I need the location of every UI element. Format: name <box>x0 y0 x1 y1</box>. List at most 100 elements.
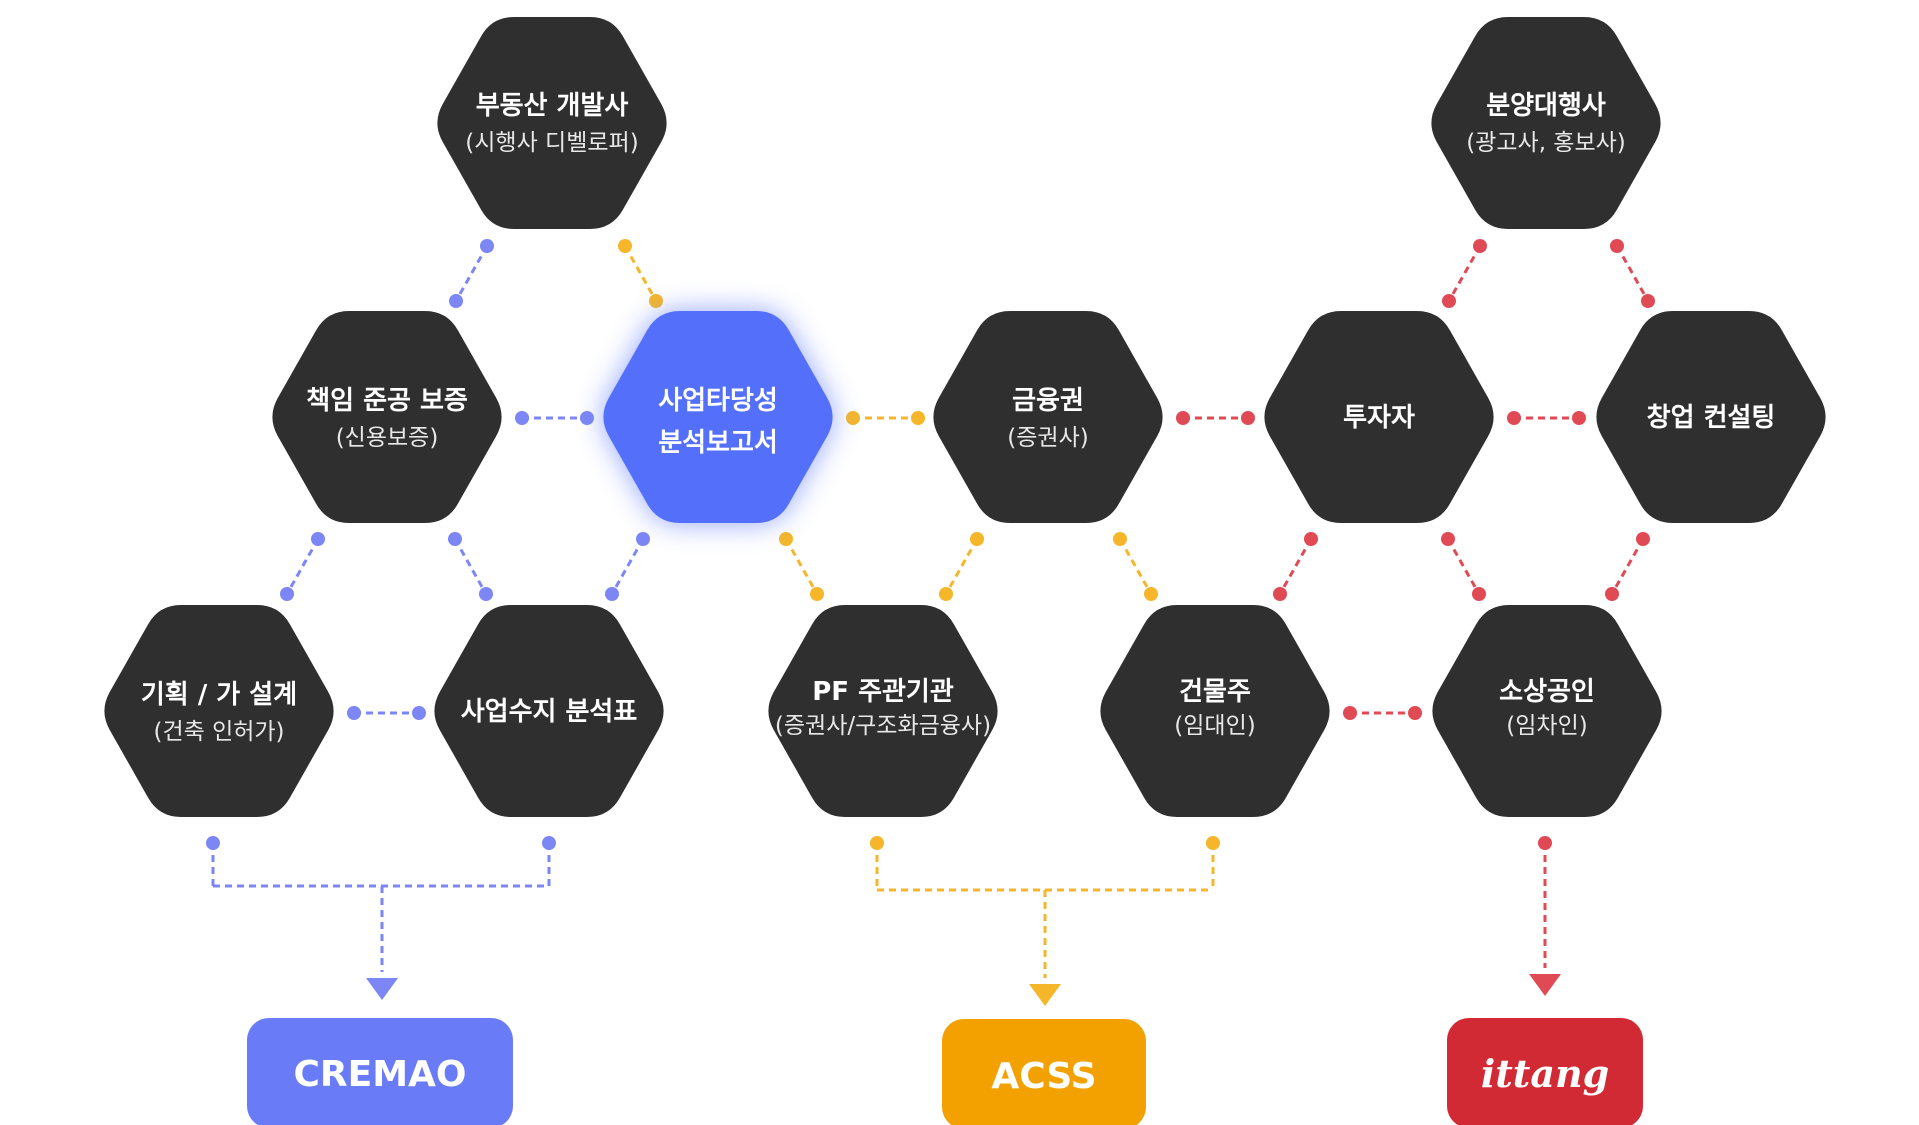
acss-logo-text: ACSS <box>991 1056 1096 1097</box>
cremao-logo-text: CREMAO <box>293 1054 466 1095</box>
guarantee-planning-link-line <box>285 538 320 595</box>
balance-hexagon <box>434 605 664 817</box>
finance-owner-link-dot-end <box>1144 587 1158 601</box>
merchant-hexagon <box>1432 605 1662 817</box>
investor-consulting-link-dot-end <box>1572 411 1586 425</box>
planning-balance-link-dot-start <box>347 706 361 720</box>
planning-balance-link-dot-end <box>412 706 426 720</box>
ittang-badge[interactable]: ittang <box>1447 1018 1643 1125</box>
consulting-merchant-link-line <box>1610 538 1645 595</box>
hex-report: 사업타당성 분석보고서 <box>603 311 833 523</box>
cremao-badge-bg <box>247 1018 513 1125</box>
investor-owner-link-dot-start <box>1304 532 1318 546</box>
hex-developer: 부동산 개발사 (시행사 디벨로퍼) <box>437 17 667 229</box>
investor-hexagon <box>1264 311 1494 523</box>
owner-subtitle: (임대인) <box>1174 713 1255 739</box>
agency-investor-link-dot-start <box>1473 239 1487 253</box>
guarantee-balance-link-dot-end <box>479 587 493 601</box>
developer-guarantee-link-dot-start <box>480 239 494 253</box>
planning-hexagon <box>104 605 334 817</box>
investor-merchant-link-line <box>1446 538 1481 595</box>
report-hexagon <box>603 311 833 523</box>
hex-pf: PF 주관기관 (증권사/구조화금융사) <box>768 605 998 817</box>
report-balance-link-line <box>610 538 645 595</box>
acss-badge[interactable]: ACSS <box>942 1019 1146 1125</box>
consulting-merchant-link-dot-end <box>1605 587 1619 601</box>
developer-report-link-line <box>623 245 658 302</box>
finance-hexagon <box>933 311 1163 523</box>
developer-hexagon <box>437 17 667 229</box>
guarantee-planning-link-dot-end <box>280 587 294 601</box>
report-balance-link-dot-start <box>636 532 650 546</box>
finance-owner-link-line <box>1118 538 1153 595</box>
guarantee-subtitle: (신용보증) <box>336 425 439 451</box>
guarantee-report-link-dot-start <box>515 411 529 425</box>
investor-title: 투자자 <box>1343 403 1415 433</box>
agency-investor-link-line <box>1447 245 1482 302</box>
agency-investor-link-dot-end <box>1442 294 1456 308</box>
owner-merchant-link-dot-end <box>1408 706 1422 720</box>
owner-merchant-link-dot-start <box>1343 706 1357 720</box>
agency-hexagon <box>1431 17 1661 229</box>
finance-pf-link-dot-start <box>970 532 984 546</box>
ittang-down-arrow-icon <box>1529 974 1561 996</box>
ittang-badge-bg <box>1447 1018 1643 1125</box>
finance-subtitle: (증권사) <box>1007 425 1088 451</box>
consulting-title: 창업 컨설팅 <box>1647 403 1776 433</box>
developer-guarantee-link-dot-end <box>449 294 463 308</box>
hex-consulting: 창업 컨설팅 <box>1596 311 1826 523</box>
report-pf-link-dot-end <box>810 587 824 601</box>
finance-pf-link-dot-end <box>939 587 953 601</box>
hex-merchant: 소상공인 (임차인) <box>1432 605 1662 817</box>
investor-owner-link-line <box>1278 538 1313 595</box>
developer-subtitle: (시행사 디벨로퍼) <box>465 130 638 156</box>
guarantee-planning-link-dot-start <box>311 532 325 546</box>
guarantee-report-link-dot-end <box>580 411 594 425</box>
investor-merchant-link-dot-start <box>1441 532 1455 546</box>
developer-report-link-dot-start <box>618 239 632 253</box>
acss-down-arrow-icon <box>1029 984 1061 1006</box>
investor-owner-link-dot-end <box>1273 587 1287 601</box>
finance-pf-link-line <box>944 538 979 595</box>
developer-title: 부동산 개발사 <box>476 91 629 121</box>
planning-title: 기획 / 가 설계 <box>141 680 297 710</box>
investor-consulting-link-dot-start <box>1507 411 1521 425</box>
report-finance-link-dot-end <box>911 411 925 425</box>
report-finance-link-dot-start <box>846 411 860 425</box>
investor-merchant-link-dot-end <box>1472 587 1486 601</box>
guarantee-title: 책임 준공 보증 <box>306 386 468 416</box>
report-pf-link-line <box>784 538 819 595</box>
hex-finance: 금융권 (증권사) <box>933 311 1163 523</box>
merchant-title: 소상공인 <box>1499 677 1595 707</box>
consulting-merchant-link-dot-start <box>1636 532 1650 546</box>
report-subtitle: 분석보고서 <box>658 428 778 458</box>
agency-consulting-link-dot-end <box>1641 294 1655 308</box>
balance-title: 사업수지 분석표 <box>461 697 638 727</box>
hex-guarantee: 책임 준공 보증 (신용보증) <box>272 311 502 523</box>
pf-subtitle: (증권사/구조화금융사) <box>775 713 991 739</box>
agency-title: 분양대행사 <box>1486 91 1606 121</box>
owner-title: 건물주 <box>1179 677 1251 707</box>
report-title: 사업타당성 <box>658 386 778 416</box>
acss-badge-bg <box>942 1019 1146 1125</box>
hex-agency: 분양대행사 (광고사, 홍보사) <box>1431 17 1661 229</box>
guarantee-balance-link-line <box>453 538 488 595</box>
finance-owner-link-dot-start <box>1113 532 1127 546</box>
pf-title: PF 주관기관 <box>812 677 954 707</box>
hex-balance: 사업수지 분석표 <box>434 605 664 817</box>
guarantee-hexagon <box>272 311 502 523</box>
cremao-badge[interactable]: CREMAO <box>247 1018 513 1125</box>
agency-consulting-link-line <box>1615 245 1650 302</box>
cremao-down-arrow-icon <box>366 978 398 1000</box>
agency-subtitle: (광고사, 홍보사) <box>1466 130 1626 156</box>
agency-consulting-link-dot-start <box>1610 239 1624 253</box>
finance-investor-link-dot-end <box>1241 411 1255 425</box>
report-pf-link-dot-start <box>779 532 793 546</box>
connector-lines <box>206 239 1655 1006</box>
planning-subtitle: (건축 인허가) <box>153 719 284 745</box>
finance-title: 금융권 <box>1012 386 1084 416</box>
developer-guarantee-link-line <box>454 245 489 302</box>
merchant-subtitle: (임차인) <box>1506 713 1587 739</box>
pf-hexagon <box>768 605 998 817</box>
